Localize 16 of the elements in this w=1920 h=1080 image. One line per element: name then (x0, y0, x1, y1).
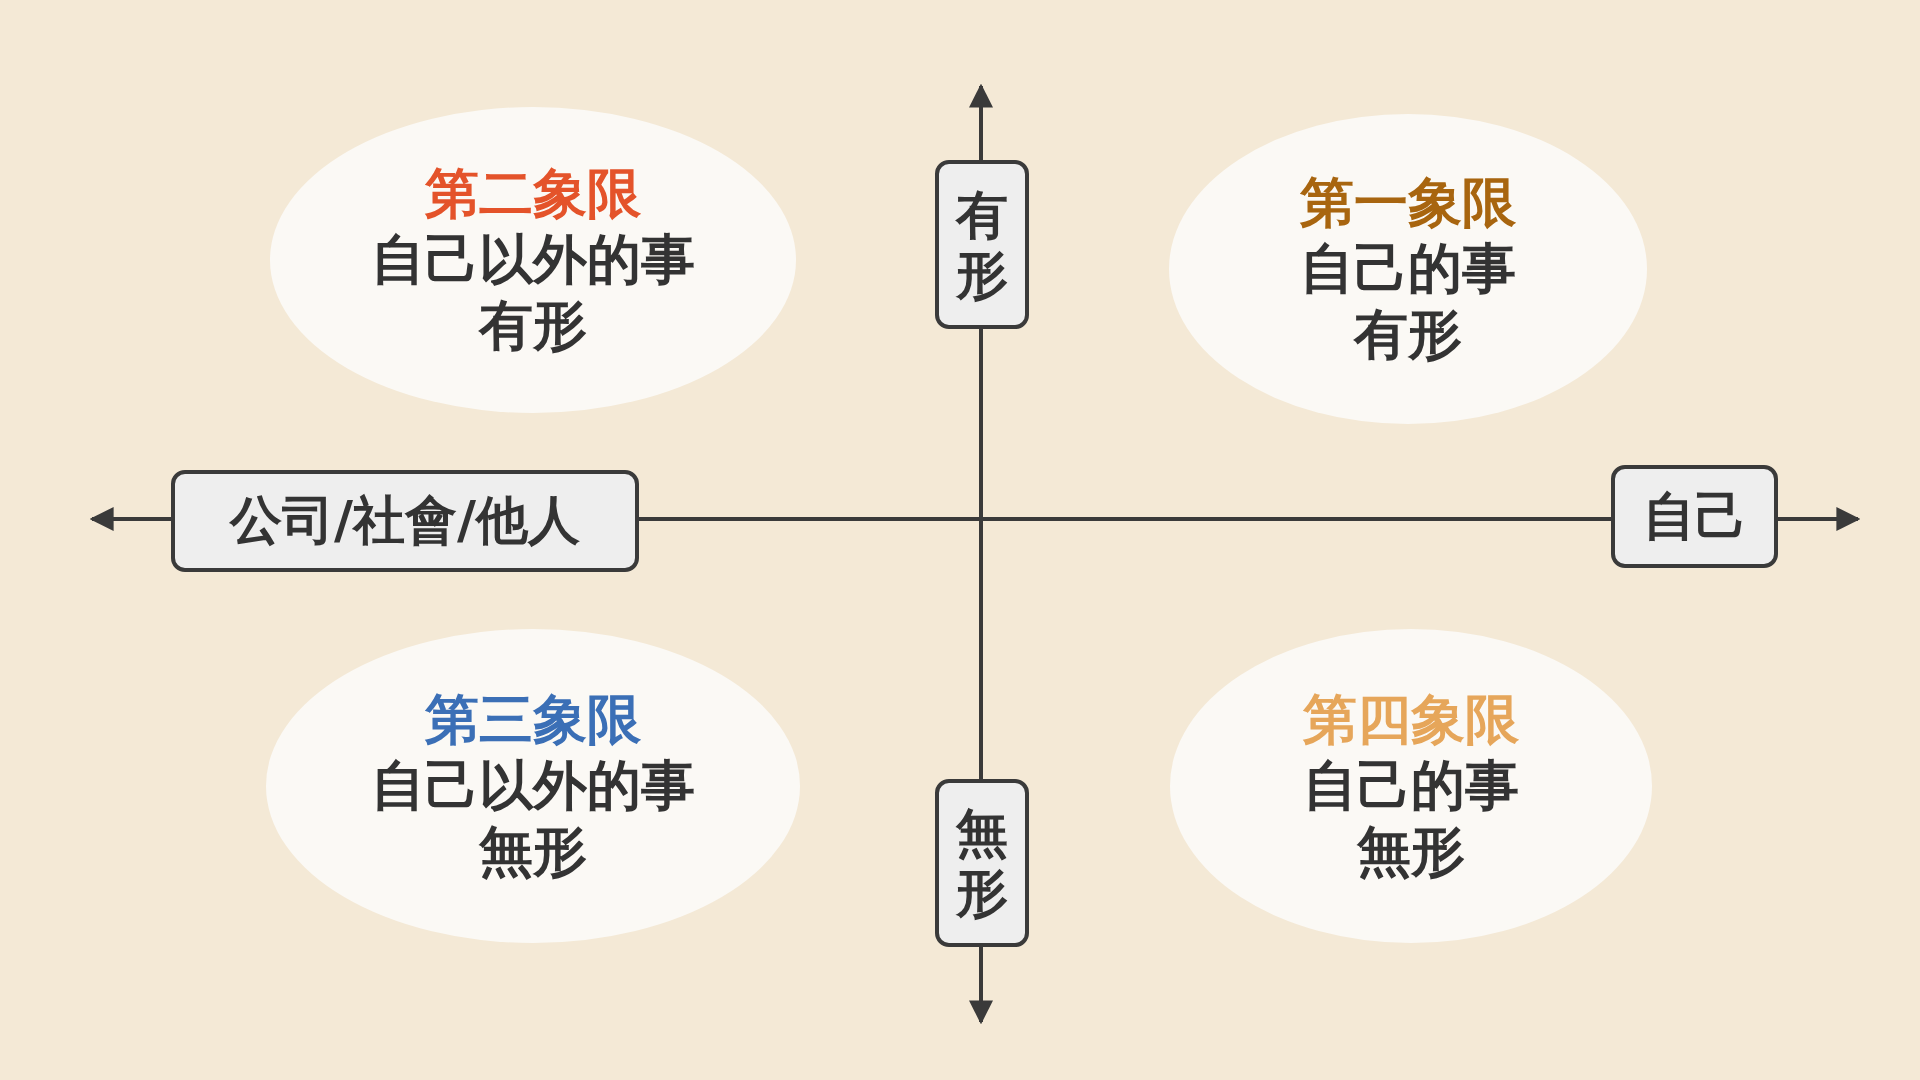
quadrant-text: 有形 (1354, 302, 1462, 368)
quadrant-text: 自己以外的事 (371, 227, 695, 293)
axis-label: 自己 (1611, 465, 1778, 568)
quadrant-text: 無形 (479, 819, 587, 885)
quadrant-text: 有形 (479, 293, 587, 359)
axis-label: 公司/社會/他人 (171, 470, 639, 572)
quadrant-text: 無形 (1357, 819, 1465, 885)
quadrant-heading: 第四象限 (1303, 687, 1519, 753)
axis-label: 無形 (935, 779, 1029, 947)
quadrant-text: 自己的事 (1303, 753, 1519, 819)
quadrant-text: 自己的事 (1300, 236, 1516, 302)
axis-label: 有形 (935, 160, 1029, 329)
quadrant-heading: 第二象限 (425, 161, 641, 227)
quadrant-text: 自己以外的事 (371, 753, 695, 819)
quadrant-heading: 第一象限 (1300, 170, 1516, 236)
quadrant-heading: 第三象限 (425, 687, 641, 753)
